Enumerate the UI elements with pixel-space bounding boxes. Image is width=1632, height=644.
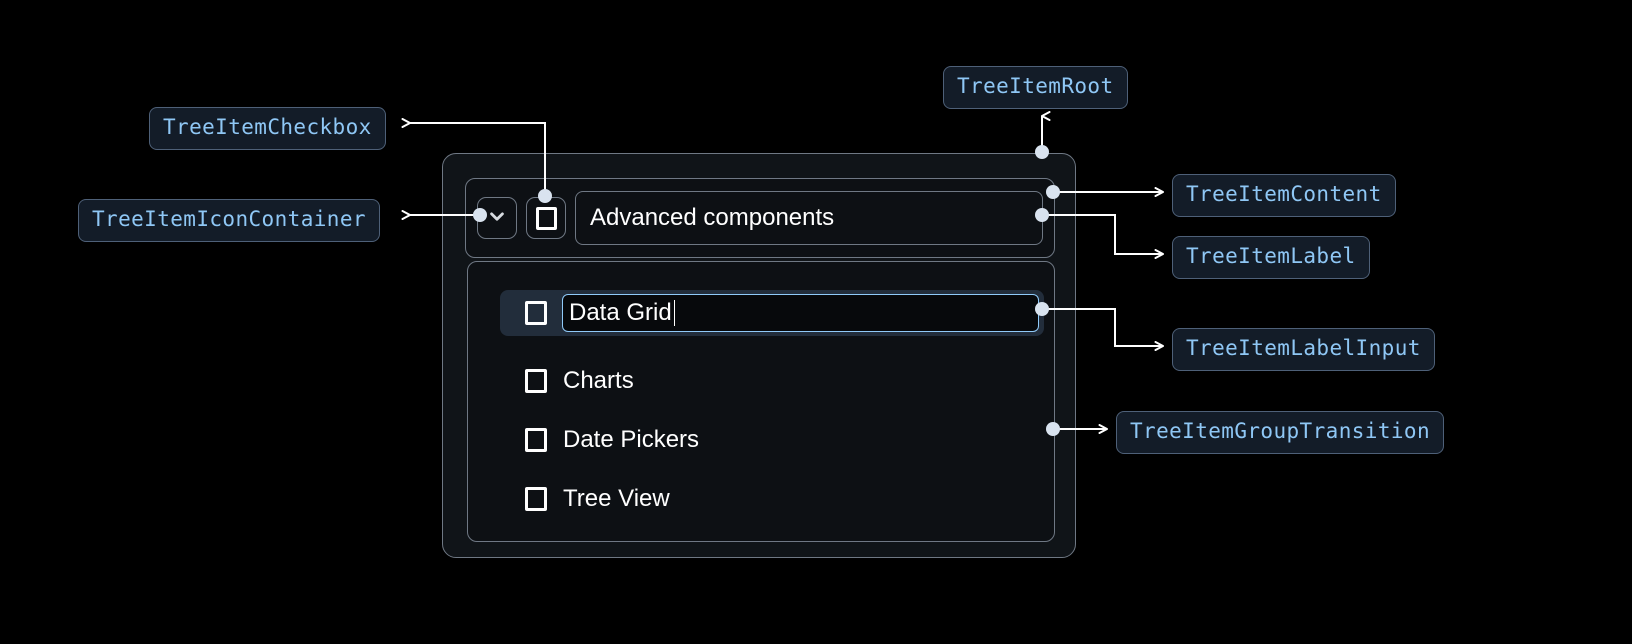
annotation-chip-tree-item-content: TreeItemContent [1172, 174, 1396, 217]
tree-child-label: Date Pickers [563, 426, 700, 453]
chevron-down-icon [484, 203, 510, 234]
tree-item-root[interactable]: Advanced components Data Grid Charts Dat… [442, 153, 1076, 558]
tree-child-row-data-grid[interactable]: Data Grid [500, 290, 1044, 336]
tree-item-icon-container[interactable] [477, 197, 517, 239]
checkbox-unchecked-icon[interactable] [525, 369, 547, 393]
text-caret [673, 300, 676, 326]
tree-item-label-input[interactable]: Data Grid [562, 294, 1039, 332]
tree-child-label: Charts [563, 367, 634, 394]
checkbox-unchecked-icon[interactable] [525, 428, 547, 452]
annotation-chip-tree-item-root: TreeItemRoot [943, 66, 1128, 109]
checkbox-unchecked-icon[interactable] [525, 487, 547, 511]
tree-item-label-input-value: Data Grid [569, 299, 672, 326]
tree-child-row-date-pickers[interactable]: Date Pickers [500, 417, 1044, 463]
annotation-chip-tree-item-icon-container: TreeItemIconContainer [78, 199, 380, 242]
tree-child-row-tree-view[interactable]: Tree View [500, 476, 1044, 522]
tree-item-label-text: Advanced components [590, 204, 835, 231]
checkbox-unchecked-icon[interactable] [525, 301, 547, 325]
checkbox-unchecked-icon [535, 206, 557, 230]
tree-item-group-transition: Data Grid Charts Date Pickers Tree View [467, 261, 1055, 542]
annotation-chip-tree-item-label: TreeItemLabel [1172, 236, 1370, 279]
tree-child-row-charts[interactable]: Charts [500, 358, 1044, 404]
tree-item-label[interactable]: Advanced components [575, 191, 1043, 245]
tree-child-label: Tree View [563, 485, 670, 512]
annotation-chip-tree-item-checkbox: TreeItemCheckbox [149, 107, 386, 150]
annotation-chip-tree-item-group-transition: TreeItemGroupTransition [1116, 411, 1444, 454]
tree-item-content[interactable]: Advanced components [465, 178, 1055, 258]
tree-item-checkbox[interactable] [526, 197, 566, 239]
annotation-chip-tree-item-label-input: TreeItemLabelInput [1172, 328, 1435, 371]
